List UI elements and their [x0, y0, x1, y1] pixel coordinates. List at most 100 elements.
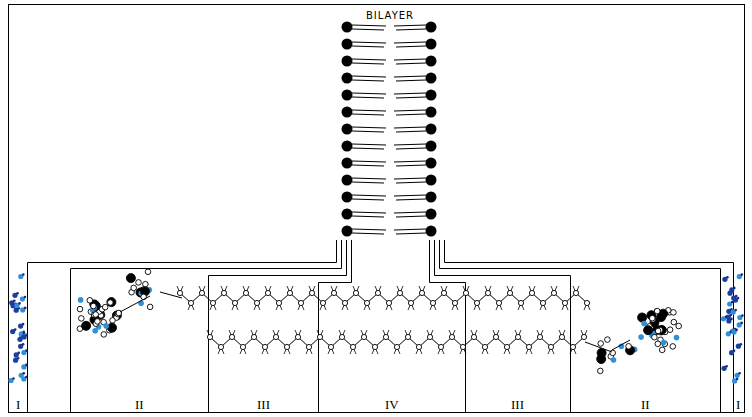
head-atom	[108, 300, 114, 306]
head-atom	[654, 308, 660, 314]
carbon-atom	[251, 334, 256, 339]
region-label: IV	[384, 398, 400, 411]
head-group	[426, 124, 437, 135]
lipid-tail	[352, 195, 426, 200]
carbon-atom	[383, 334, 388, 339]
head-group	[342, 141, 353, 152]
head-group	[426, 22, 437, 33]
head-group	[342, 209, 353, 220]
carbon-atom	[405, 334, 410, 339]
carbon-atom	[507, 290, 512, 295]
carbon-atom	[265, 290, 270, 295]
region-label: I	[735, 398, 741, 411]
carbon-atom	[273, 334, 278, 339]
head-atom	[644, 326, 653, 335]
carbon-atom	[485, 290, 490, 295]
water-dots	[8, 273, 743, 383]
head-atom	[143, 281, 149, 287]
head-group	[426, 56, 437, 67]
head-atom	[661, 340, 667, 346]
water-molecule	[22, 323, 25, 326]
head-atom	[92, 312, 98, 318]
carbon-atom	[284, 344, 289, 349]
outer-frame	[9, 5, 745, 413]
head-group	[342, 39, 353, 50]
head-atom	[79, 316, 85, 322]
water-molecule	[734, 309, 737, 312]
carbon-atom	[207, 334, 212, 339]
head-atom	[638, 313, 647, 322]
carbon-atom	[427, 334, 432, 339]
head-group	[342, 90, 353, 101]
carbon-atom	[309, 290, 314, 295]
carbon-atom	[430, 300, 435, 305]
carbon-atom	[317, 334, 322, 339]
head-atom	[87, 298, 93, 304]
carbon-atom	[441, 290, 446, 295]
carbon-atom	[449, 334, 454, 339]
head-atom	[77, 306, 83, 312]
head-atom	[598, 368, 604, 374]
water-molecule	[726, 276, 729, 279]
water-molecule	[25, 376, 28, 379]
carbon-atom	[562, 300, 567, 305]
head-atom	[110, 318, 116, 324]
water-molecule	[730, 314, 733, 317]
lipid-tail	[352, 178, 426, 183]
water-molecule	[733, 349, 736, 352]
carbon-atom	[493, 334, 498, 339]
lipid-tail	[352, 212, 426, 217]
carbon-atom	[372, 344, 377, 349]
region-label: I	[15, 398, 21, 411]
water-molecule	[725, 365, 728, 368]
water-molecule	[24, 296, 27, 299]
head-atom	[145, 269, 151, 275]
head-atom	[107, 298, 116, 307]
water-molecule	[740, 322, 743, 325]
head-atom	[652, 334, 658, 340]
head-atom	[671, 310, 677, 316]
carbon-atom	[518, 300, 523, 305]
carbon-atom	[408, 300, 413, 305]
water-molecule	[12, 377, 15, 380]
carbon-atom	[361, 334, 366, 339]
carbon-atom	[232, 300, 237, 305]
head-group	[426, 158, 437, 169]
head-atom	[136, 280, 142, 286]
water-molecule	[13, 300, 16, 303]
lipid-tail	[352, 42, 426, 47]
head-atom	[598, 341, 604, 347]
carbon-atom	[295, 334, 300, 339]
head-atom	[659, 347, 665, 353]
water-molecule	[735, 295, 738, 298]
water-molecule	[23, 332, 26, 335]
lipid-chains	[77, 269, 681, 374]
water-molecule	[25, 364, 28, 367]
carbon-atom	[331, 290, 336, 295]
region-label: II	[134, 398, 145, 411]
lipid-tail	[352, 110, 426, 115]
carbon-atom	[254, 300, 259, 305]
lipid-tail	[352, 161, 426, 166]
head-atom	[78, 297, 84, 303]
lipid-tail	[352, 229, 426, 234]
head-atom	[91, 303, 97, 309]
water-molecule	[18, 302, 21, 305]
head-group	[426, 175, 437, 186]
head-group	[342, 22, 353, 33]
head-atom	[147, 304, 153, 310]
head-atom	[610, 350, 616, 356]
head-atom	[82, 321, 91, 330]
water-molecule	[738, 372, 741, 375]
head-group	[342, 107, 353, 118]
head-group	[426, 192, 437, 203]
region-frames	[28, 240, 734, 412]
lipid-tail	[352, 59, 426, 64]
carbon-atom	[537, 334, 542, 339]
carbon-atom	[452, 300, 457, 305]
carbon-atom	[559, 334, 564, 339]
region-line	[71, 240, 721, 412]
carbon-atom	[386, 300, 391, 305]
carbon-atom	[298, 300, 303, 305]
carbon-atom	[526, 344, 531, 349]
